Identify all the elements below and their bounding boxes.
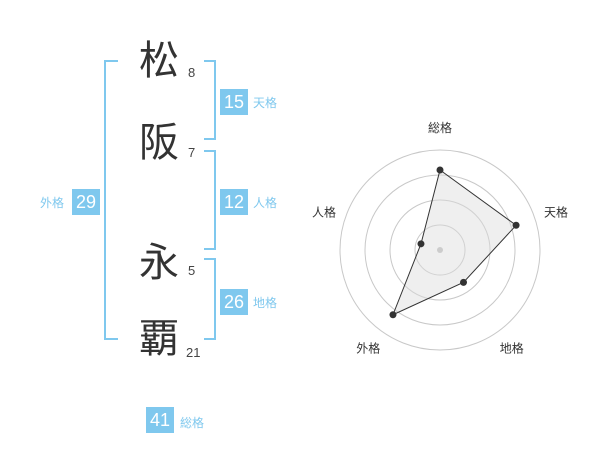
gaikaku-label: 外格 (40, 196, 65, 210)
surname-char-1: 松 (139, 38, 179, 84)
jinkaku-bracket (204, 150, 216, 250)
soukaku-label: 総格 (180, 416, 205, 430)
radar-ring (339, 149, 541, 351)
stroke-count-2: 7 (188, 145, 196, 160)
radar-area (392, 169, 517, 316)
radar-point (512, 221, 520, 229)
surname-char-2: 阪 (139, 120, 179, 166)
chikaku-label: 地格 (253, 296, 278, 310)
gaikaku-bracket (104, 60, 118, 340)
radar-point (417, 240, 425, 248)
radar-point (460, 278, 468, 286)
radar-axis-label: 地格 (500, 341, 524, 356)
jinkaku-label: 人格 (253, 196, 278, 210)
radar-axis-label: 外格 (356, 341, 380, 356)
radar-center-dot (437, 247, 443, 253)
radar-point (389, 311, 397, 319)
chikaku-bracket (204, 258, 216, 340)
radar-ring (364, 174, 516, 326)
radar-axis-label: 総格 (428, 120, 452, 135)
gaikaku-badge: 29 (72, 189, 100, 215)
tenkaku-bracket (204, 60, 216, 140)
tenkaku-label: 天格 (253, 96, 278, 110)
radar-axis-label: 天格 (544, 204, 568, 219)
tenkaku-badge: 15 (220, 89, 248, 115)
radar-ring (414, 224, 466, 276)
given-char-2: 覇 (139, 316, 179, 362)
radar-ring (389, 199, 491, 301)
chikaku-badge: 26 (220, 289, 248, 315)
stroke-count-3: 5 (188, 263, 196, 278)
soukaku-badge: 41 (146, 407, 174, 433)
given-char-1: 永 (139, 240, 179, 286)
radar-point (436, 166, 444, 174)
stroke-count-1: 8 (188, 65, 196, 80)
stroke-count-4: 21 (186, 345, 201, 360)
jinkaku-badge: 12 (220, 189, 248, 215)
radar-axis-label: 人格 (312, 204, 336, 219)
